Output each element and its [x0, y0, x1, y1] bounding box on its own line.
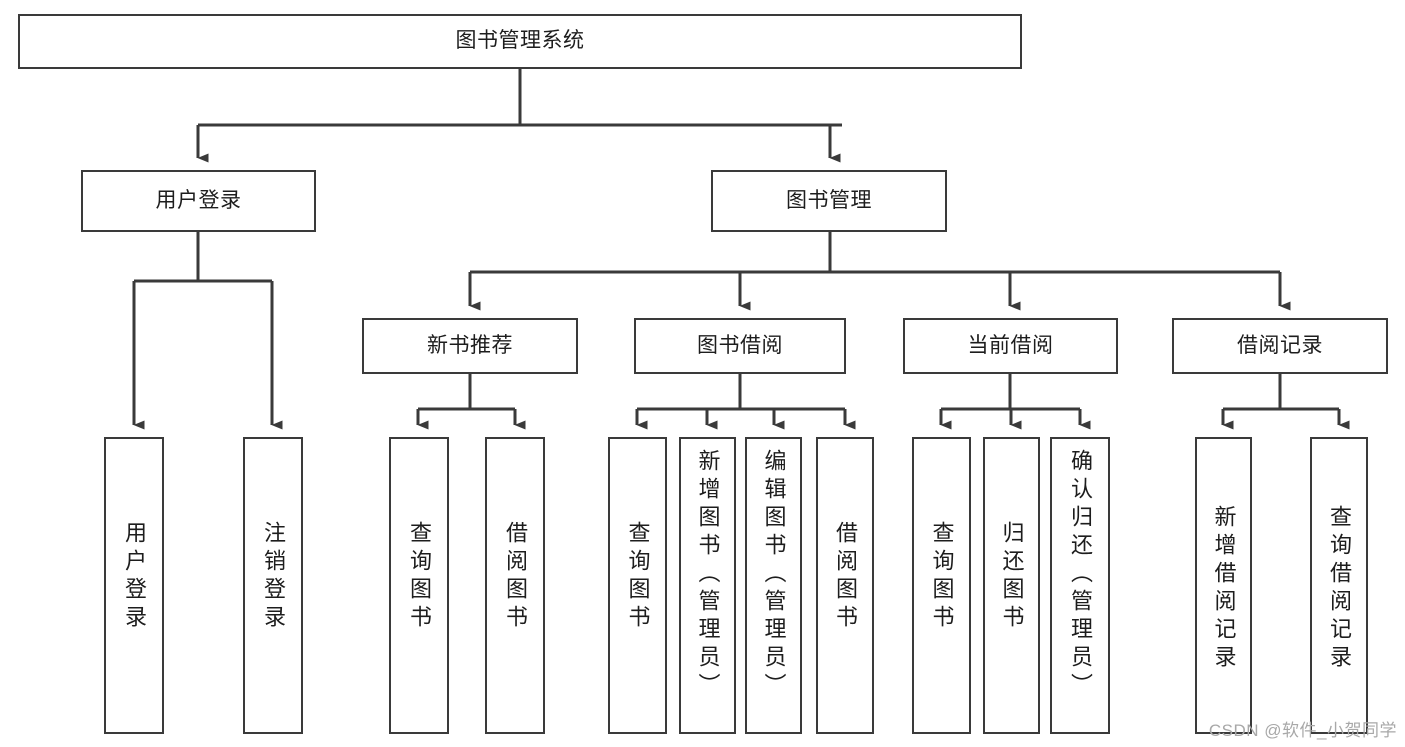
node-logout-leaf[interactable]: 注销登录: [243, 437, 303, 734]
node-query-book-borrow[interactable]: 查询图书: [608, 437, 667, 734]
node-borrow-book-recommend-label: 借阅图书: [503, 521, 528, 633]
node-user-login-label: 用户登录: [155, 188, 242, 212]
node-confirm-return-admin-label: 确认归还（管理员）: [1068, 449, 1093, 701]
node-add-book-admin[interactable]: 新增图书（管理员）: [679, 437, 736, 734]
node-user-login-leaf-label: 用户登录: [122, 521, 147, 633]
node-root[interactable]: 图书管理系统: [18, 14, 1022, 69]
node-return-book[interactable]: 归还图书: [983, 437, 1040, 734]
node-user-login-leaf[interactable]: 用户登录: [104, 437, 164, 734]
node-current-borrow-label: 当前借阅: [967, 333, 1054, 357]
node-query-borrow-record[interactable]: 查询借阅记录: [1310, 437, 1368, 734]
node-confirm-return-admin[interactable]: 确认归还（管理员）: [1050, 437, 1110, 734]
node-current-borrow[interactable]: 当前借阅: [903, 318, 1118, 374]
node-query-book-current[interactable]: 查询图书: [912, 437, 971, 734]
node-borrow-book[interactable]: 借阅图书: [816, 437, 874, 734]
node-add-borrow-record-label: 新增借阅记录: [1211, 505, 1237, 673]
node-add-book-admin-label: 新增图书（管理员）: [695, 449, 721, 701]
node-book-borrow[interactable]: 图书借阅: [634, 318, 846, 374]
node-root-label: 图书管理系统: [455, 29, 585, 53]
node-logout-leaf-label: 注销登录: [261, 521, 286, 633]
node-query-book-borrow-label: 查询图书: [625, 521, 651, 633]
node-edit-book-admin[interactable]: 编辑图书（管理员）: [745, 437, 802, 734]
node-new-book-recommend-label: 新书推荐: [427, 333, 513, 357]
node-book-manage[interactable]: 图书管理: [711, 170, 947, 232]
node-borrow-book-recommend[interactable]: 借阅图书: [485, 437, 545, 734]
node-new-book-recommend[interactable]: 新书推荐: [362, 318, 578, 374]
node-edit-book-admin-label: 编辑图书（管理员）: [761, 449, 787, 701]
node-book-borrow-label: 图书借阅: [697, 333, 783, 357]
node-query-borrow-record-label: 查询借阅记录: [1327, 505, 1352, 673]
node-query-book-recommend[interactable]: 查询图书: [389, 437, 449, 734]
node-user-login[interactable]: 用户登录: [81, 170, 316, 232]
node-query-book-recommend-label: 查询图书: [407, 521, 432, 633]
node-return-book-label: 归还图书: [999, 521, 1025, 633]
node-borrow-record[interactable]: 借阅记录: [1172, 318, 1388, 374]
node-borrow-record-label: 借阅记录: [1237, 333, 1323, 357]
node-query-book-current-label: 查询图书: [929, 521, 955, 633]
node-book-manage-label: 图书管理: [786, 188, 872, 212]
node-add-borrow-record[interactable]: 新增借阅记录: [1195, 437, 1252, 734]
node-borrow-book-label: 借阅图书: [833, 521, 858, 633]
